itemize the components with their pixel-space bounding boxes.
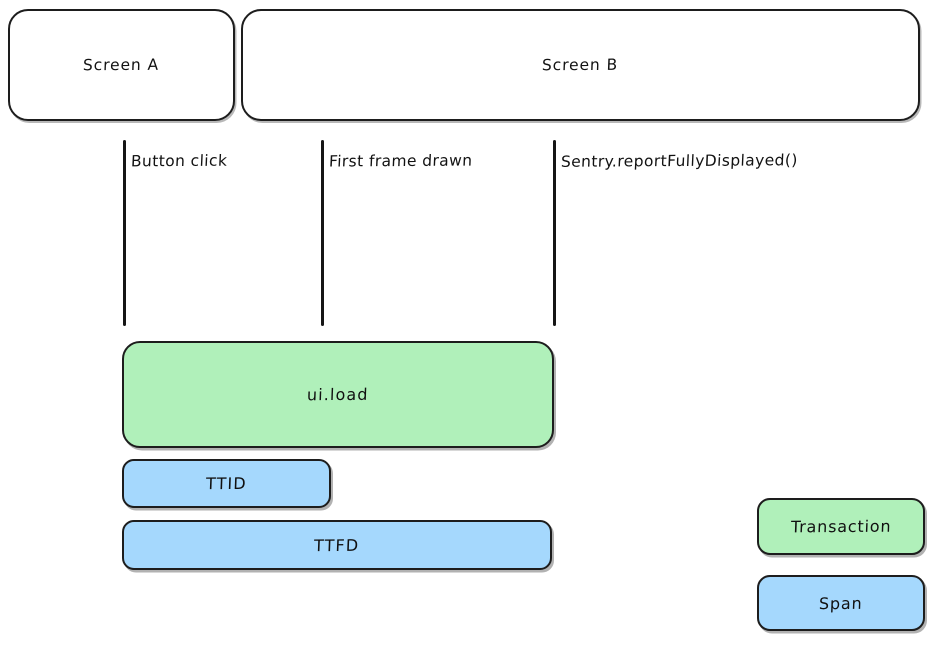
tick-label-button-click: Button click [130, 151, 228, 171]
bar-ttfd[interactable]: TTFD [122, 520, 552, 570]
legend-transaction-label: Transaction [790, 516, 892, 537]
bar-ttid[interactable]: TTID [122, 459, 331, 508]
screen-a-box[interactable]: Screen A [8, 9, 235, 121]
screen-a-label: Screen A [83, 55, 160, 75]
legend-item-transaction[interactable]: Transaction [757, 498, 925, 555]
tick-button-click [123, 140, 126, 326]
bar-ui-load-label: ui.load [306, 384, 370, 405]
bar-ttid-label: TTID [205, 473, 248, 494]
screen-b-label: Screen B [542, 55, 619, 75]
tick-label-first-frame-drawn: First frame drawn [328, 151, 473, 171]
bar-ttfd-label: TTFD [314, 535, 360, 555]
tick-label-report-fully-displayed: Sentry.reportFullyDisplayed() [560, 151, 799, 171]
screen-b-box[interactable]: Screen B [241, 9, 920, 121]
tick-report-fully-displayed [553, 140, 556, 326]
legend-item-span[interactable]: Span [757, 575, 925, 631]
tick-first-frame-drawn [321, 140, 324, 326]
legend-span-label: Span [818, 593, 864, 613]
bar-ui-load[interactable]: ui.load [122, 341, 554, 448]
